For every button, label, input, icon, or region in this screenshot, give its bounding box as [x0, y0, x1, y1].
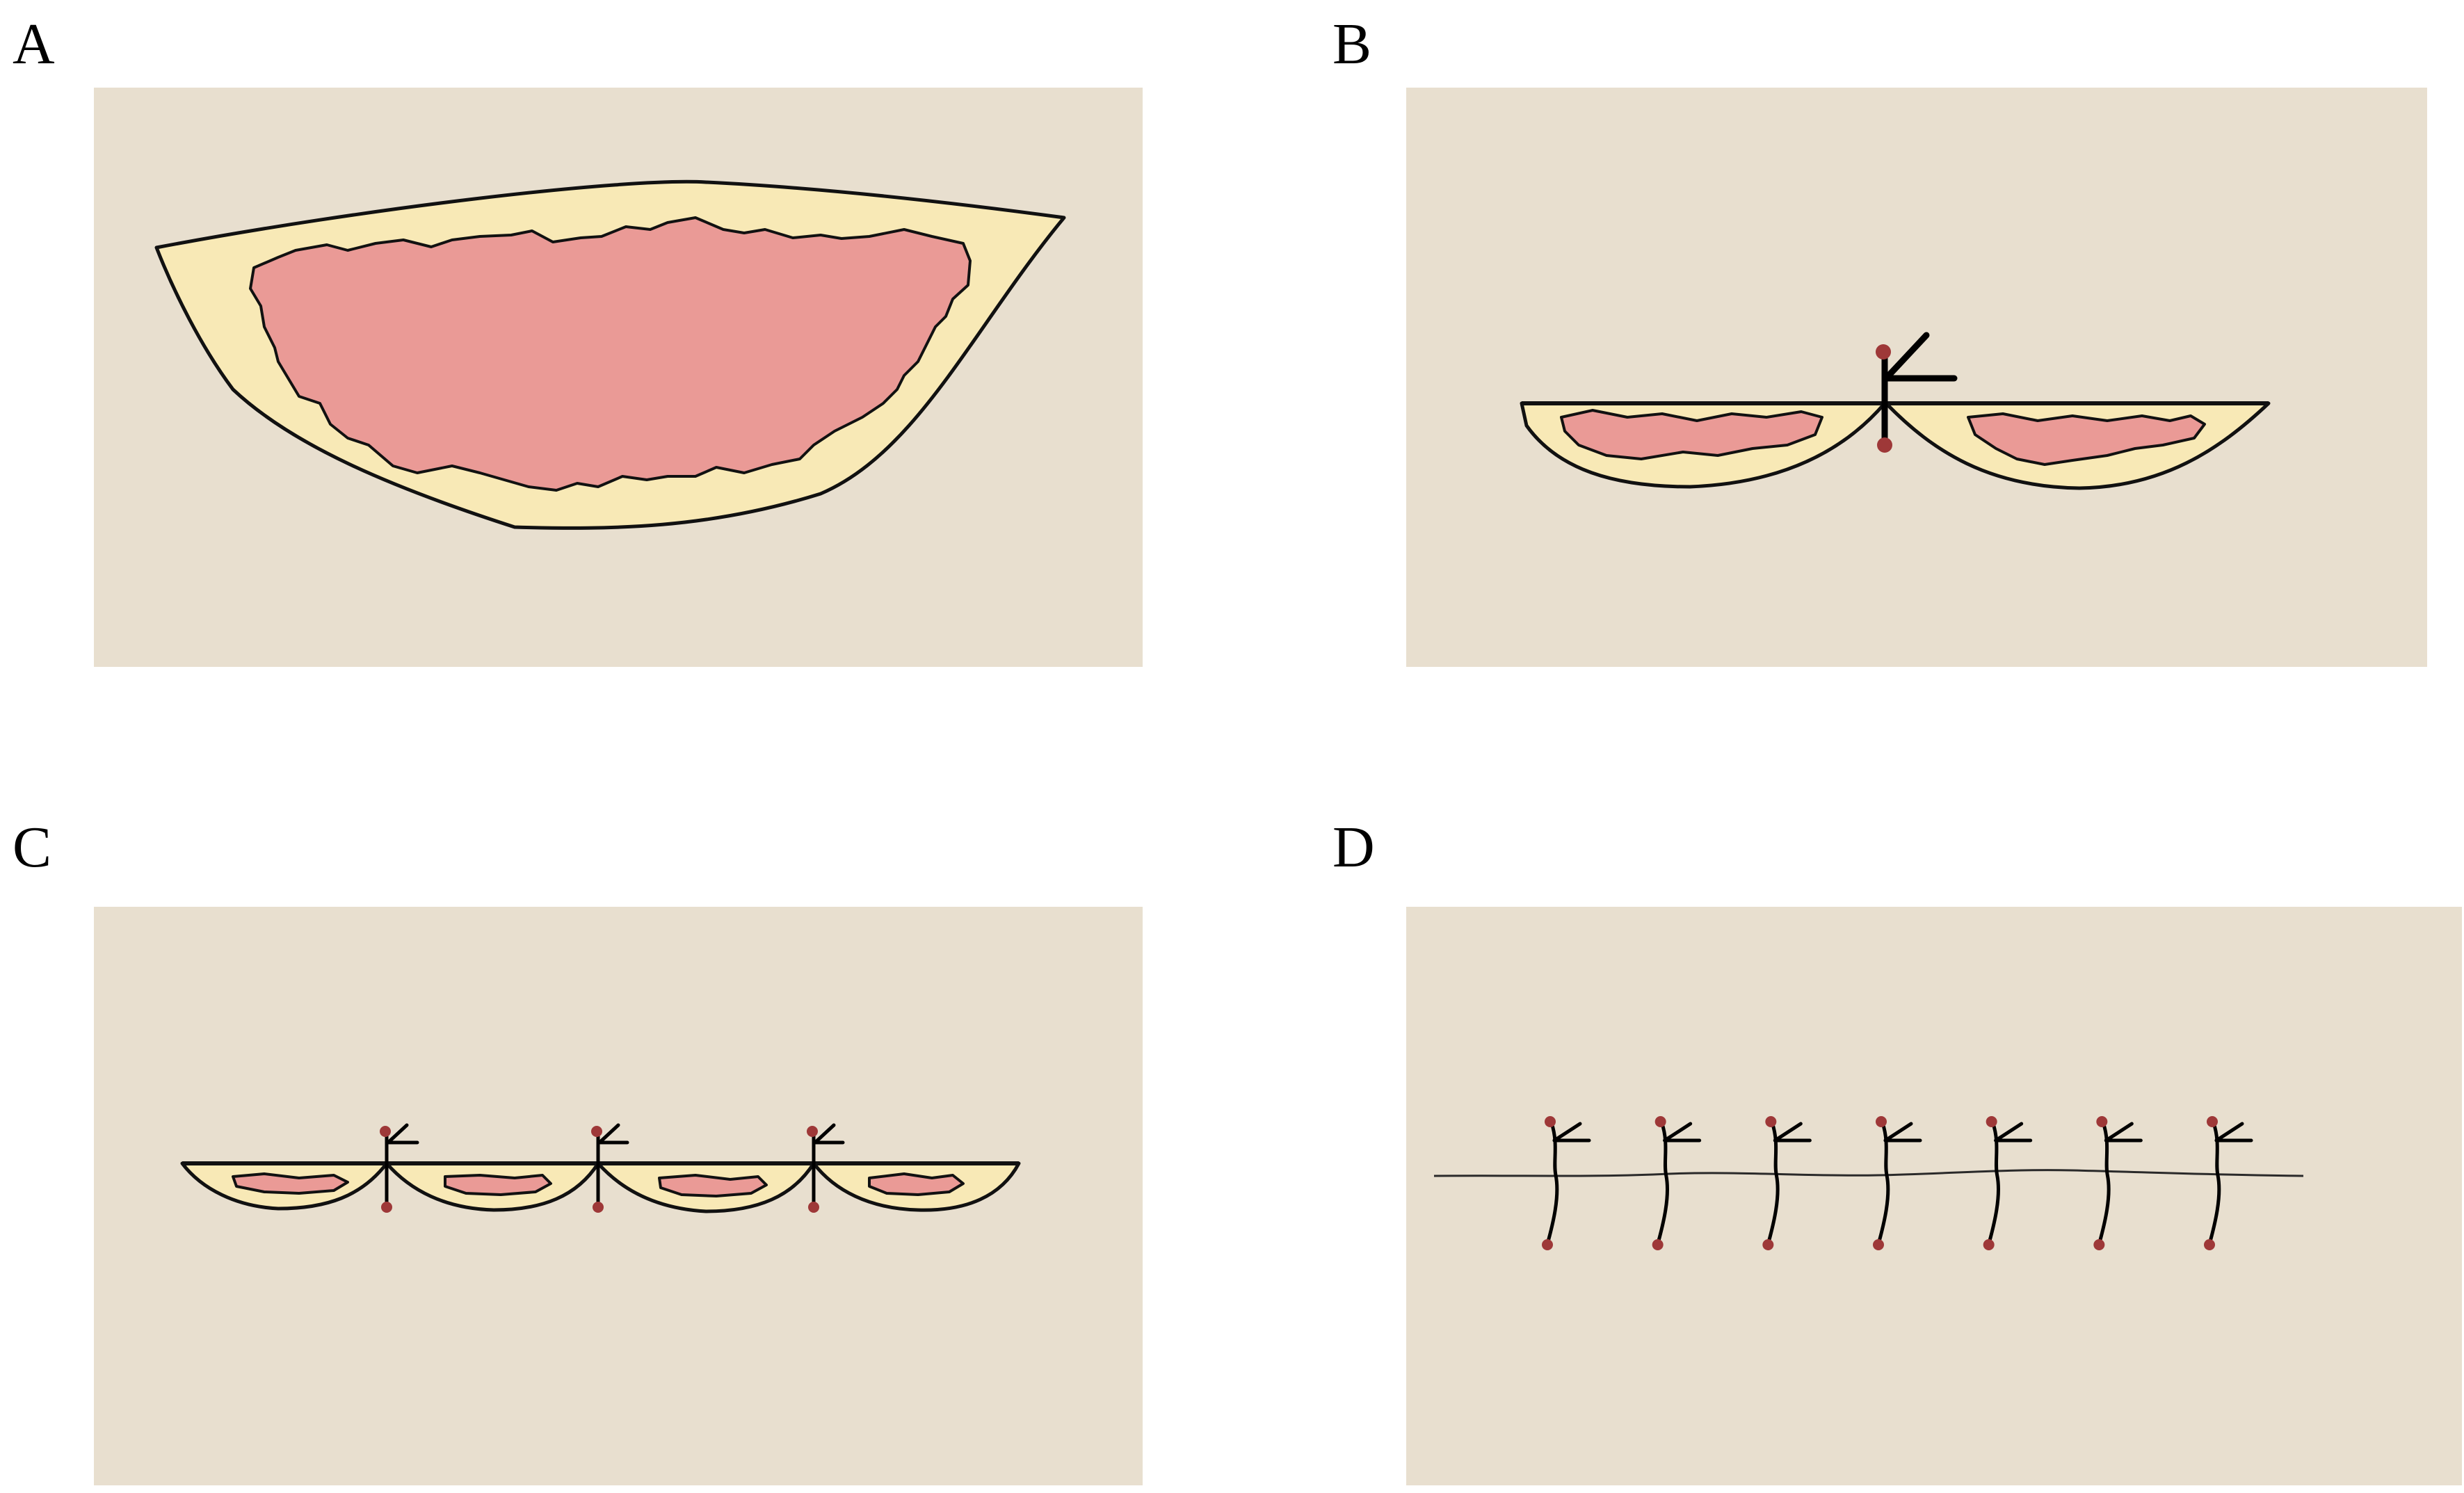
suture	[2093, 1116, 2143, 1250]
suture	[1762, 1116, 1812, 1250]
suture-knot	[1983, 1239, 1995, 1250]
wound-bed-left	[1560, 409, 1823, 460]
suture-knot	[593, 1202, 604, 1213]
suture	[1873, 1116, 1922, 1250]
closed-wound-line	[1433, 1169, 2304, 1177]
suture-knot	[1542, 1239, 1553, 1250]
panel-a	[94, 88, 1143, 667]
panel-label-b: B	[1332, 12, 1372, 76]
suture	[591, 1123, 629, 1213]
panel-b	[1406, 88, 2427, 667]
sutures	[1542, 1116, 2253, 1250]
suture-knot	[1876, 1116, 1887, 1127]
suture-knot	[1876, 344, 1891, 360]
suture	[380, 1123, 419, 1213]
suture-knot	[2096, 1116, 2108, 1127]
panel-d-background	[1406, 907, 2462, 1485]
wound-bed	[232, 1172, 349, 1195]
suture-knot	[380, 1126, 391, 1137]
suture-knot	[2093, 1239, 2105, 1250]
suture	[2204, 1116, 2253, 1250]
suture-knot	[1545, 1116, 1556, 1127]
suture-knot	[1652, 1239, 1664, 1250]
suture	[1652, 1116, 1702, 1250]
suture-knot	[2204, 1239, 2215, 1250]
suture-knot	[1765, 1116, 1777, 1127]
wound-bed	[658, 1174, 768, 1197]
panel-label-a: A	[13, 12, 55, 76]
panel-label-d: D	[1332, 815, 1375, 880]
suture-knot	[1654, 1116, 1666, 1127]
wound-bed-right	[1967, 412, 2206, 466]
suture-knot	[591, 1126, 602, 1137]
panel-c	[94, 907, 1143, 1485]
suture-knot	[1986, 1116, 1997, 1127]
suture-knot	[1877, 437, 1892, 453]
suture-knot	[381, 1202, 392, 1213]
suture	[1983, 1116, 2033, 1250]
wound-bed	[249, 216, 972, 492]
suture	[1876, 332, 1958, 453]
panel-label-c: C	[13, 815, 52, 880]
suture	[1542, 1116, 1591, 1250]
suture-knot	[808, 1202, 819, 1213]
wound-bed	[444, 1174, 552, 1196]
suture-knot	[1762, 1239, 1774, 1250]
suture-knot	[807, 1126, 818, 1137]
suture-knot	[2207, 1116, 2218, 1127]
wound-bed	[868, 1172, 965, 1196]
suture	[807, 1123, 845, 1213]
panel-d	[1406, 907, 2462, 1485]
suture-knot	[1873, 1239, 1884, 1250]
